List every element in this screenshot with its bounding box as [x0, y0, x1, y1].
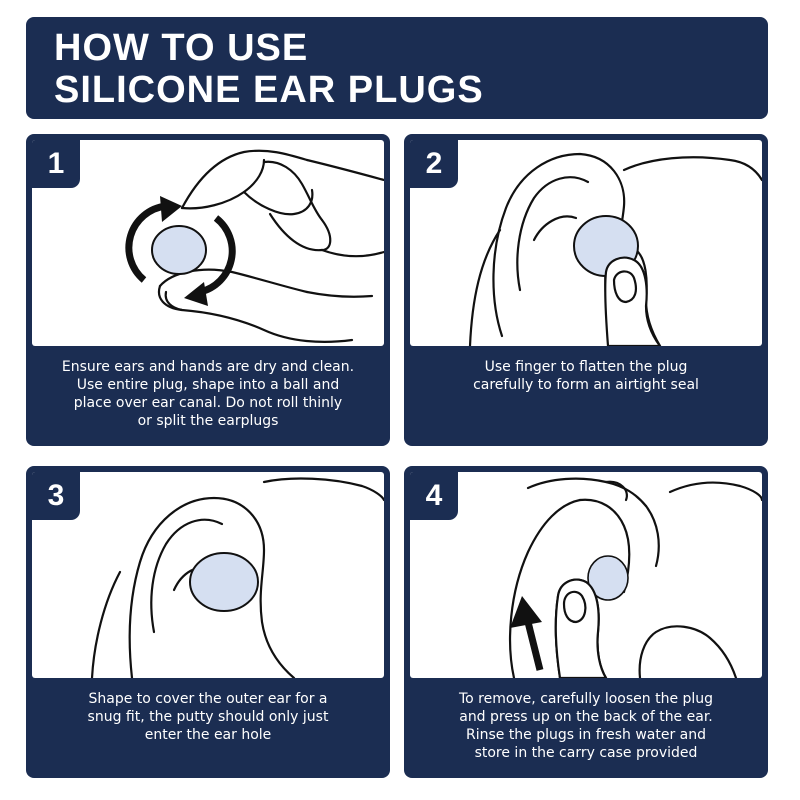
- caption-line: or split the earplugs: [137, 413, 279, 429]
- step-1-caption: Ensure ears and hands are dry and clean.…: [32, 352, 384, 442]
- step-number-2: 2: [410, 140, 458, 188]
- caption-line: place over ear canal. Do not roll thinly: [73, 395, 343, 411]
- caption-line: carefully to form an airtight seal: [473, 377, 699, 393]
- step-4-caption: To remove, carefully loosen the plug and…: [410, 684, 762, 774]
- step-card-3: 3 Shape to cover the outer ear for a snu…: [26, 466, 390, 778]
- caption-line: Ensure ears and hands are dry and clean.: [61, 359, 355, 375]
- title-line-1: HOW TO USE: [54, 27, 309, 69]
- title-line-2: SILICONE EAR PLUGS: [54, 69, 484, 111]
- step-2-illustration: 2: [410, 140, 762, 346]
- step-card-2: 2 Use finger t: [404, 134, 768, 446]
- fingers-rolling-plug-icon: [125, 149, 384, 343]
- step-number-4: 4: [410, 472, 458, 520]
- caption-line: store in the carry case provided: [474, 745, 698, 761]
- finger-pressing-ear-icon: [508, 477, 762, 678]
- step-1-illustration: 1: [32, 140, 384, 346]
- step-3-illustration: 3: [32, 472, 384, 678]
- step-2-caption: Use finger to flatten the plug carefully…: [410, 352, 762, 442]
- caption-line: snug fit, the putty should only just: [87, 709, 329, 725]
- caption-line: enter the ear hole: [144, 727, 272, 743]
- caption-line: and press up on the back of the ear.: [459, 709, 713, 725]
- step-4-illustration: 4: [410, 472, 762, 678]
- caption-line: Rinse the plugs in fresh water and: [465, 727, 707, 743]
- step-card-4: 4: [404, 466, 768, 778]
- step-card-1: 1: [26, 134, 390, 446]
- caption-line: Use entire plug, shape into a ball and: [76, 377, 340, 393]
- step-number-1: 1: [32, 140, 80, 188]
- title-banner: HOW TO USE SILICONE EAR PLUGS: [26, 17, 768, 119]
- ear-with-finger-icon: [468, 152, 762, 346]
- caption-line: Use finger to flatten the plug: [484, 359, 688, 375]
- step-3-caption: Shape to cover the outer ear for a snug …: [32, 684, 384, 774]
- ear-with-plug-icon: [90, 477, 384, 678]
- caption-line: To remove, carefully loosen the plug: [458, 691, 714, 707]
- step-number-3: 3: [32, 472, 80, 520]
- caption-line: Shape to cover the outer ear for a: [88, 691, 328, 707]
